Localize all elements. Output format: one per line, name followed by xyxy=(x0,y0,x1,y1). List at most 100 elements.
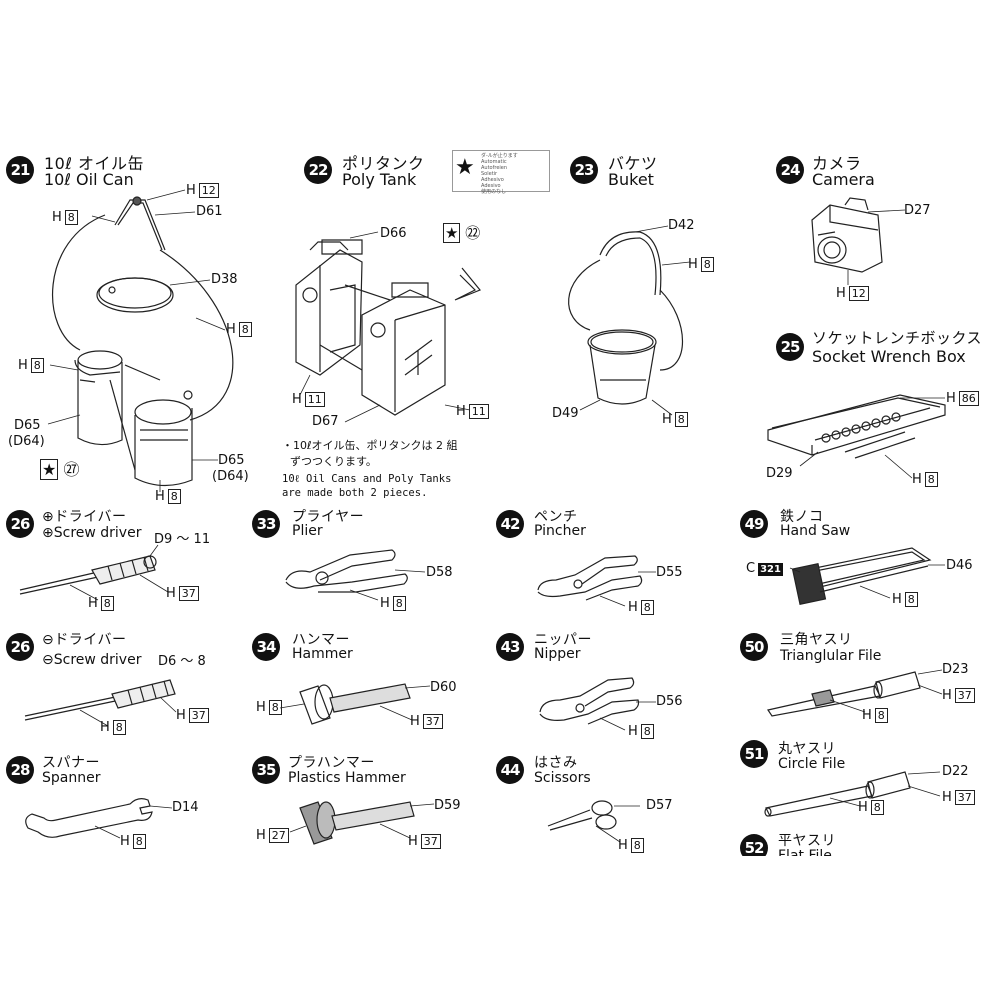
star-icon: ★ xyxy=(40,459,59,480)
step-number: 51 xyxy=(740,740,768,768)
title-en: Flat File xyxy=(778,848,832,856)
title-jp: ⊖ドライバー xyxy=(42,632,127,648)
part-label: D55 xyxy=(656,565,683,580)
part-label: D61 xyxy=(196,204,223,219)
part-label: D67 xyxy=(312,414,339,429)
part-label: D59 xyxy=(434,798,461,813)
title-en: 10ℓ Oil Can xyxy=(44,170,134,189)
reference-number: ㉗ xyxy=(63,460,80,479)
part-label: D6 ～ 8 xyxy=(158,654,206,669)
step-number: 49 xyxy=(740,510,768,538)
part-label: D56 xyxy=(656,694,683,709)
step-number: 24 xyxy=(776,156,804,184)
step-number: 50 xyxy=(740,633,768,661)
title-jp: ハンマー xyxy=(292,632,350,648)
title-jp: ニッパー xyxy=(534,632,592,648)
part-label: D58 xyxy=(426,565,453,580)
step-number: 22 xyxy=(304,156,332,184)
title-en: Buket xyxy=(608,170,654,189)
title-jp: ペンチ xyxy=(534,509,578,525)
title-jp: プライヤー xyxy=(292,509,365,525)
star-icon: ★ xyxy=(443,223,461,243)
part-label: (D64) xyxy=(8,434,45,449)
title-jp: ⊕ドライバー xyxy=(42,509,127,525)
title-en: Poly Tank xyxy=(342,170,417,189)
star-icon: ★ xyxy=(455,155,475,180)
title-jp: 丸ヤスリ xyxy=(778,741,836,757)
title-en: Plastics Hammer xyxy=(288,770,406,786)
step-number: 52 xyxy=(740,834,768,856)
title-en: Scissors xyxy=(534,770,591,786)
title-en: Nipper xyxy=(534,646,581,662)
part-label: D66 xyxy=(380,226,407,241)
part-label: D57 xyxy=(646,798,673,813)
step-52-flat-file: 52 平ヤスリ Flat File xyxy=(740,833,836,856)
note-en-line2: are made both 2 pieces. xyxy=(282,487,428,499)
step-number: 44 xyxy=(496,756,524,784)
reference-number: ㉒ xyxy=(465,224,481,242)
title-en: Hand Saw xyxy=(780,523,851,539)
title-jp: カメラ xyxy=(812,154,862,173)
part-label: (D64) xyxy=(212,469,249,484)
title-jp: バケツ xyxy=(608,154,658,173)
title-en: ⊖Screw driver xyxy=(42,652,142,668)
caution-text: ダ-ルが止ります Automatic Autofreien Soletir Ad… xyxy=(481,153,518,195)
step-number: 26 xyxy=(6,633,34,661)
part-label: D29 xyxy=(766,466,793,481)
caution-box: ★ ダ-ルが止ります Automatic Autofreien Soletir … xyxy=(452,150,550,195)
part-label: D65 xyxy=(14,418,41,433)
title-jp: 平ヤスリ xyxy=(778,833,836,849)
title-jp: プラハンマー xyxy=(288,755,375,771)
star-marker: ★ ㉒ xyxy=(443,223,481,243)
part-label: D46 xyxy=(946,558,973,573)
star-marker: ★ ㉗ xyxy=(40,459,80,480)
title-en: Circle File xyxy=(778,756,846,772)
note-jp-line2: ずつつくります。 xyxy=(290,455,377,468)
title-jp: 鉄ノコ xyxy=(780,509,824,525)
title-en: Hammer xyxy=(292,646,353,662)
title-en: Pincher xyxy=(534,523,586,539)
title-en: Camera xyxy=(812,170,875,189)
step-number: 33 xyxy=(252,510,280,538)
title-en: Socket Wrench Box xyxy=(812,347,966,366)
title-en: Spanner xyxy=(42,770,101,786)
note-jp-line1: ・10ℓオイル缶、ポリタンクは 2 組 xyxy=(282,439,458,452)
title-en: Plier xyxy=(292,523,323,539)
step-number: 34 xyxy=(252,633,280,661)
part-label: D22 xyxy=(942,764,969,779)
part-label: D42 xyxy=(668,218,695,233)
step-number: 43 xyxy=(496,633,524,661)
